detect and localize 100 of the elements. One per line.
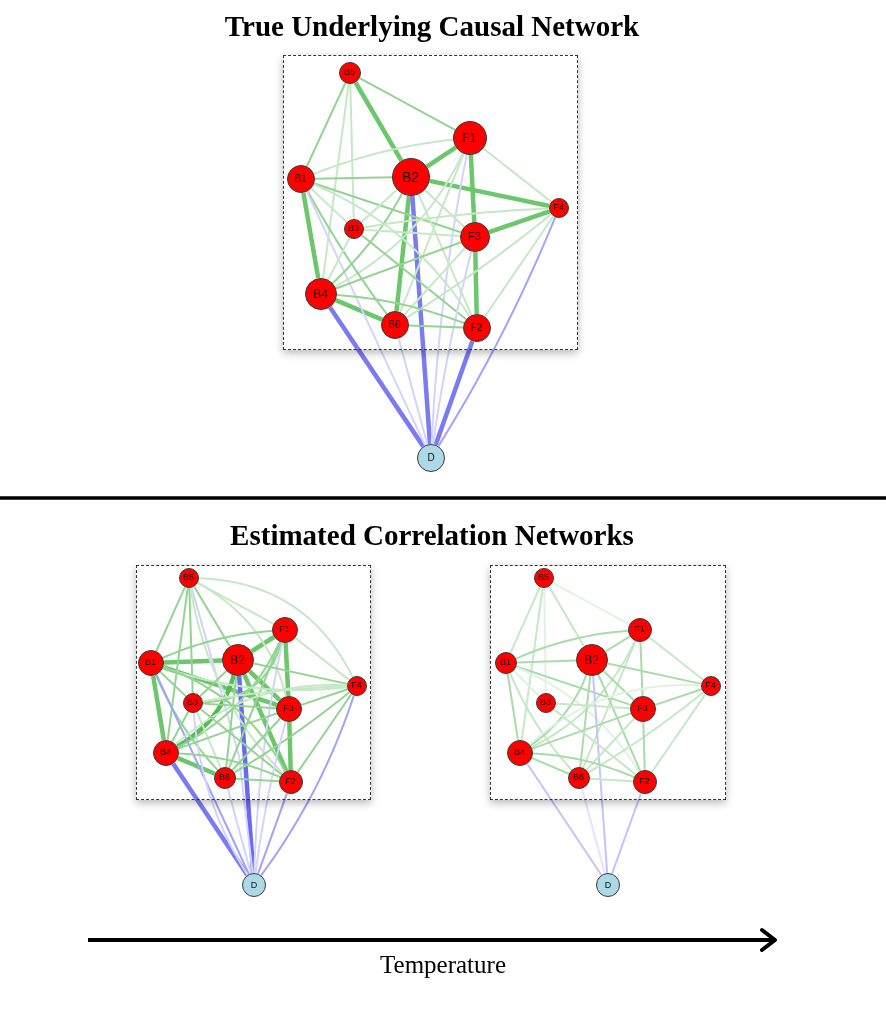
network-edge (482, 147, 553, 203)
network-edge (248, 669, 282, 702)
network-edge (314, 176, 393, 180)
network-node: B6 (213, 766, 236, 789)
network-edge (509, 586, 541, 654)
network-edge (358, 77, 457, 131)
network-edge (260, 694, 355, 877)
network-node: F4 (700, 675, 721, 696)
network-edge (585, 717, 636, 771)
dashed-frame (136, 565, 371, 800)
network-edge (515, 666, 640, 773)
network-edge (155, 674, 219, 771)
dashed-frame (490, 565, 726, 800)
network-edge (226, 787, 252, 875)
network-node: B3 (535, 692, 556, 713)
network-node: D (417, 444, 445, 472)
network-edge (531, 712, 632, 750)
network-edge (530, 639, 636, 749)
network-edge (408, 324, 464, 329)
network-node: F4 (346, 675, 367, 696)
network-edge (410, 195, 433, 445)
network-edge (611, 792, 642, 875)
network-edge (362, 207, 550, 229)
network-edge (313, 138, 455, 175)
network-edge (512, 669, 540, 697)
network-edge (162, 664, 278, 708)
network-edge (654, 688, 703, 706)
network-edge (166, 586, 189, 742)
network-node: B4 (304, 277, 337, 310)
network-edge (310, 187, 348, 224)
network-edge (430, 153, 468, 445)
network-edge (163, 658, 223, 665)
network-edge (176, 640, 281, 749)
network-edge (602, 670, 635, 701)
network-edge (306, 190, 388, 315)
network-edge (548, 585, 585, 648)
network-edge (529, 673, 588, 747)
network-edge (648, 636, 705, 681)
network-edge (331, 192, 403, 285)
network-edge (597, 673, 642, 772)
network-edge (228, 641, 282, 769)
network-edge (437, 216, 557, 448)
network-edge (301, 192, 321, 279)
network-node: F1 (627, 617, 652, 642)
network-edge (530, 757, 570, 775)
network-edge (296, 693, 353, 774)
network-node: F3 (459, 221, 490, 252)
network-edge (579, 674, 592, 769)
network-edge (551, 581, 631, 626)
network-node: B5 (533, 567, 554, 588)
network-edge (305, 82, 347, 168)
network-edge (555, 702, 632, 710)
network-edge (403, 247, 466, 316)
network-edge (171, 710, 190, 743)
network-edge (397, 337, 429, 446)
network-edge (199, 670, 228, 698)
network-edge (162, 666, 287, 773)
network-edge (488, 209, 551, 235)
network-edge (250, 635, 276, 654)
network-edge (604, 635, 631, 653)
network-edge (429, 178, 550, 209)
network-edge (349, 83, 355, 220)
axis-label: Temperature (380, 951, 506, 980)
network-edge (283, 642, 291, 697)
network-edge (334, 152, 464, 288)
network-edge (515, 665, 632, 706)
network-edge (196, 581, 287, 698)
network-edge (327, 236, 351, 281)
network-edge (150, 675, 167, 741)
network-node: B2 (391, 157, 430, 196)
network-edge (188, 587, 194, 694)
network-edge (252, 662, 349, 685)
dashed-frame (283, 55, 578, 350)
network-node: B1 (286, 164, 315, 193)
network-edge (335, 294, 465, 324)
network-edge (242, 673, 289, 772)
network-edge (582, 640, 637, 769)
network-edge (589, 777, 634, 783)
network-edge (202, 641, 283, 704)
network-edge (363, 228, 462, 237)
network-edge (433, 340, 475, 446)
network-edge (253, 641, 284, 874)
network-edge (552, 708, 637, 776)
network-node: B4 (506, 739, 533, 766)
network-edge (417, 193, 473, 317)
network-edge (425, 145, 458, 169)
network-edge (642, 721, 646, 771)
network-edge (353, 81, 404, 162)
network-edge (335, 241, 462, 290)
network-edge (650, 693, 707, 774)
network-node: F1 (452, 120, 487, 155)
network-node: B5 (338, 61, 361, 84)
network-node: B6 (567, 766, 590, 789)
network-edge (231, 717, 282, 771)
network-edge (543, 587, 547, 694)
network-edge (199, 708, 283, 776)
network-edge (174, 684, 348, 746)
network-edge (580, 787, 606, 875)
network-edge (528, 684, 702, 746)
network-node: F4 (548, 197, 569, 218)
